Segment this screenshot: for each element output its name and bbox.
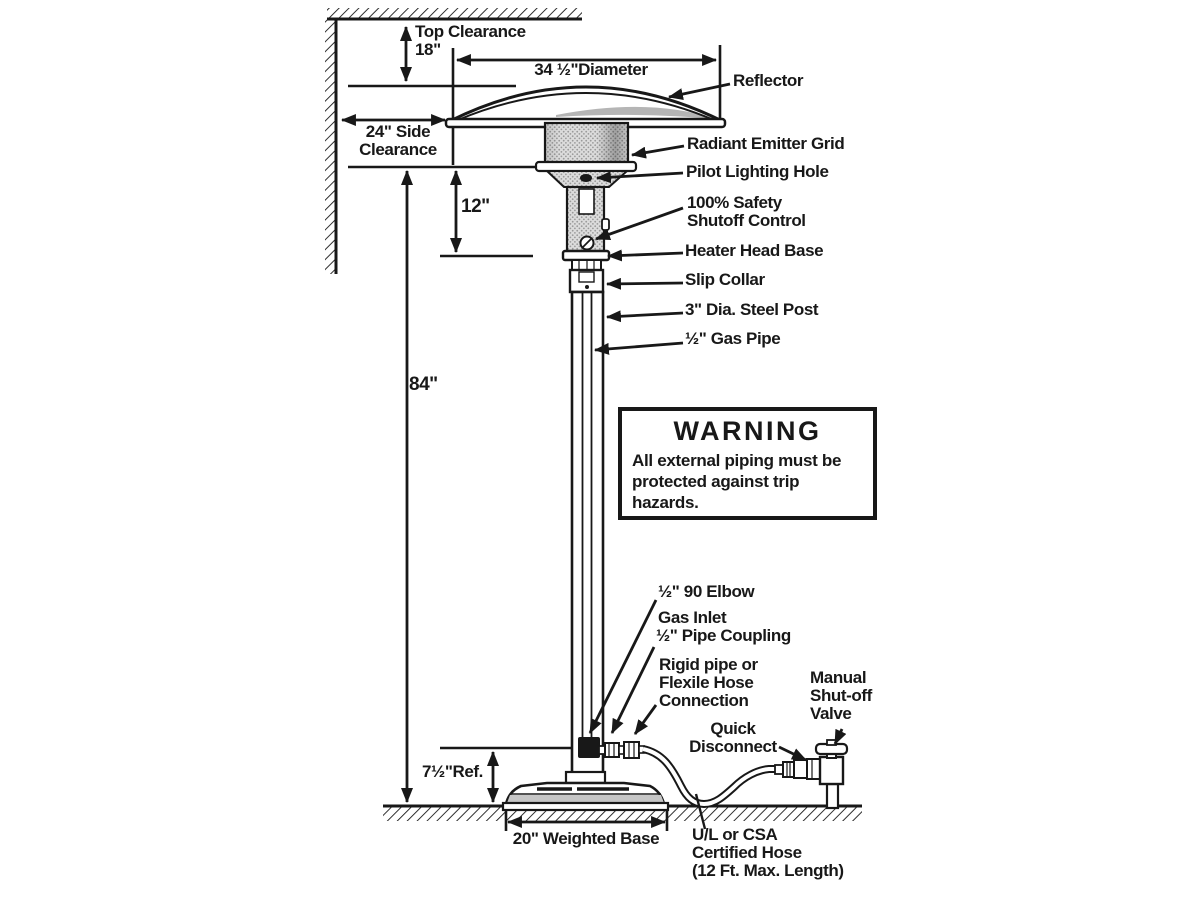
pipe-couplings-part bbox=[598, 741, 645, 759]
leader-hose-connection bbox=[633, 704, 658, 735]
leader-head-base bbox=[606, 249, 684, 262]
leader-emitter-grid bbox=[630, 144, 685, 159]
leader-pilot-hole bbox=[595, 171, 684, 184]
slip-collar-part bbox=[568, 268, 605, 294]
label-heater-head-base: Heater Head Base bbox=[685, 241, 824, 260]
label-reflector: Reflector bbox=[733, 71, 804, 90]
leader-steel-post bbox=[605, 310, 684, 323]
label-safety-shutoff: 100% Safety Shutoff Control bbox=[687, 193, 806, 230]
leader-safety-shutoff bbox=[595, 206, 684, 241]
weighted-base-part bbox=[501, 770, 670, 812]
leader-gas-pipe bbox=[593, 341, 684, 355]
label-side-clearance: 24" Side Clearance bbox=[359, 122, 437, 159]
shutoff-valve-part bbox=[814, 739, 849, 810]
flex-hose-part bbox=[641, 745, 777, 809]
label-dim-12: 12" bbox=[461, 196, 490, 217]
label-quick-disconnect: Quick Disconnect bbox=[689, 719, 777, 756]
label-pipe-coupling: ½" Pipe Coupling bbox=[656, 626, 791, 645]
leader-coupling bbox=[610, 646, 656, 734]
emitter-grid-part bbox=[534, 121, 638, 173]
steel-post-part bbox=[570, 290, 605, 776]
label-weighted-base: 20" Weighted Base bbox=[512, 829, 660, 848]
reference-lines bbox=[348, 45, 722, 831]
label-elbow-90: ½" 90 Elbow bbox=[658, 582, 755, 601]
head-base-part bbox=[561, 249, 611, 262]
wall-hatch bbox=[325, 19, 338, 274]
label-gas-pipe: ½" Gas Pipe bbox=[685, 329, 781, 348]
label-top-clearance: Top Clearance 18" bbox=[415, 22, 526, 59]
gas-elbow-part bbox=[578, 737, 600, 758]
label-rigid-pipe: Rigid pipe or Flexile Hose Connection bbox=[659, 655, 758, 710]
leader-certified-hose bbox=[694, 793, 707, 830]
label-radiant-emitter-grid: Radiant Emitter Grid bbox=[687, 134, 845, 153]
dimension-arrows bbox=[340, 25, 718, 828]
label-gas-inlet: Gas Inlet bbox=[658, 608, 727, 627]
label-steel-post: 3" Dia. Steel Post bbox=[685, 300, 819, 319]
label-slip-collar: Slip Collar bbox=[685, 270, 765, 289]
warning-title: WARNING bbox=[673, 416, 822, 446]
warning-box: WARNING All external piping must be prot… bbox=[618, 407, 877, 520]
label-certified-hose: U/L or CSA Certified Hose (12 Ft. Max. L… bbox=[692, 825, 844, 880]
leader-quick-disconnect bbox=[778, 745, 807, 762]
leader-elbow bbox=[588, 599, 658, 734]
pilot-hole bbox=[580, 174, 592, 182]
label-ref-height: 7½"Ref. bbox=[422, 762, 484, 781]
label-diameter: 34 ½"Diameter bbox=[534, 60, 648, 79]
leader-arrows bbox=[588, 82, 847, 830]
leader-manual-valve bbox=[833, 728, 847, 745]
quick-disconnect-part bbox=[774, 758, 821, 780]
leader-slip-collar bbox=[605, 277, 684, 290]
leader-reflector bbox=[667, 82, 731, 100]
label-dim-84: 84" bbox=[409, 374, 438, 395]
warning-body: All external piping must be protected ag… bbox=[632, 451, 842, 512]
ceiling-hatch bbox=[327, 8, 582, 21]
label-pilot-lighting-hole: Pilot Lighting Hole bbox=[686, 162, 829, 181]
label-manual-valve: Manual Shut-off Valve bbox=[810, 668, 872, 723]
